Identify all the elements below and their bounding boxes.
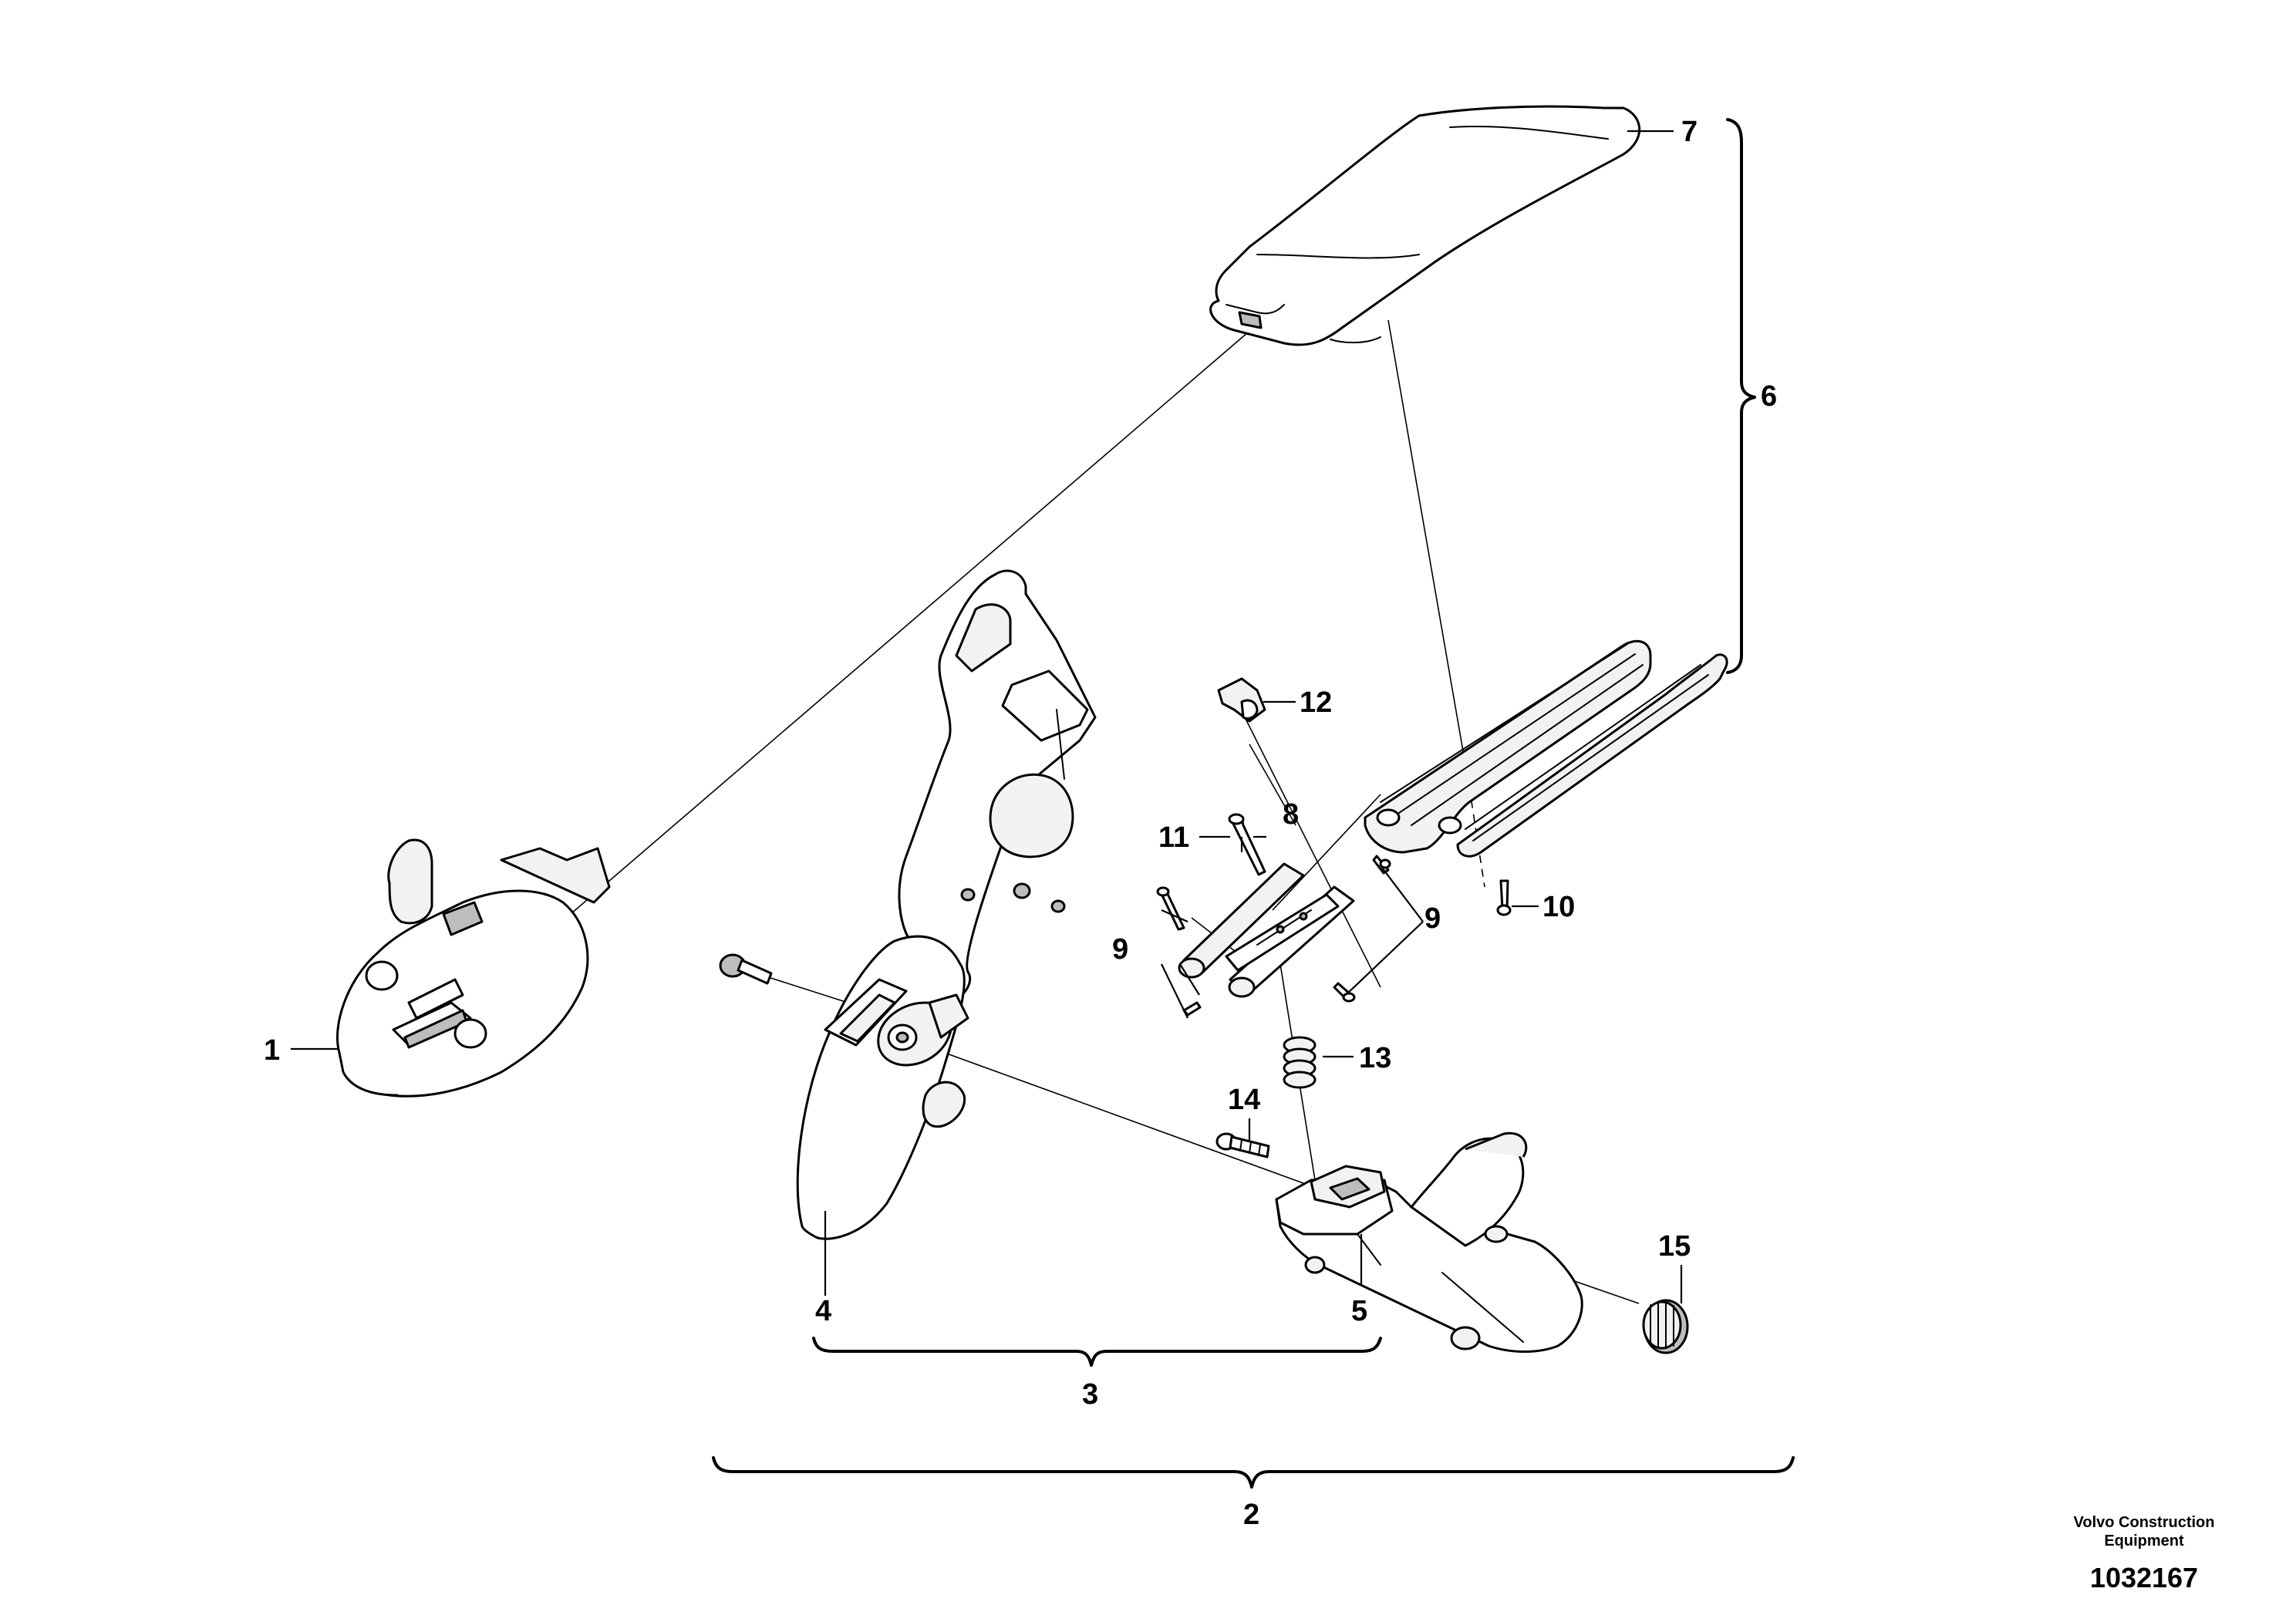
plate-bolt (719, 953, 773, 985)
callout-3: 3 (1082, 1378, 1098, 1411)
callout-11: 11 (1158, 821, 1189, 854)
spring (1283, 1036, 1317, 1089)
callout-8: 8 (1283, 798, 1299, 831)
bracket-3 (812, 1337, 1382, 1367)
screws (1156, 813, 1512, 1017)
callout-10: 10 (1542, 891, 1575, 923)
callout-12: 12 (1300, 686, 1332, 719)
bolt (1215, 1132, 1270, 1158)
callout-7: 7 (1681, 116, 1698, 148)
armrest-pad (1209, 105, 1641, 346)
callout-4: 4 (815, 1295, 831, 1327)
callout-6: 6 (1761, 380, 1777, 413)
knob (1642, 1299, 1689, 1354)
armrest-rail (1364, 639, 1728, 858)
callout-1: 1 (264, 1034, 280, 1067)
callout-5: 5 (1351, 1295, 1367, 1327)
bracket-6 (1726, 118, 1756, 674)
document-number: 1032167 (2090, 1562, 2198, 1593)
brackets (712, 118, 1795, 1489)
clip (1217, 677, 1266, 723)
callout-13: 13 (1359, 1042, 1391, 1074)
hinge-bracket (1178, 862, 1355, 998)
joystick-control-module (335, 838, 611, 1098)
callout-2: 2 (1243, 1499, 1259, 1531)
leader-lines (291, 130, 1683, 1303)
callout-9-left: 9 (1112, 933, 1128, 966)
brand-line-2: Equipment (2104, 1533, 2184, 1549)
callout-14: 14 (1228, 1084, 1260, 1116)
bracket-2 (712, 1456, 1795, 1489)
brand-line-1: Volvo Construction (2074, 1514, 2215, 1531)
footer: Volvo Construction Equipment 1032167 (2074, 1514, 2215, 1593)
armrest-lever-plate (796, 935, 969, 1240)
lever-housing (1275, 1131, 1583, 1353)
callout-15: 15 (1658, 1230, 1691, 1263)
callout-labels: 1 7 6 12 8 11 9 9 10 13 14 15 4 5 3 2 (264, 116, 1777, 1531)
callout-9-right: 9 (1424, 902, 1441, 935)
